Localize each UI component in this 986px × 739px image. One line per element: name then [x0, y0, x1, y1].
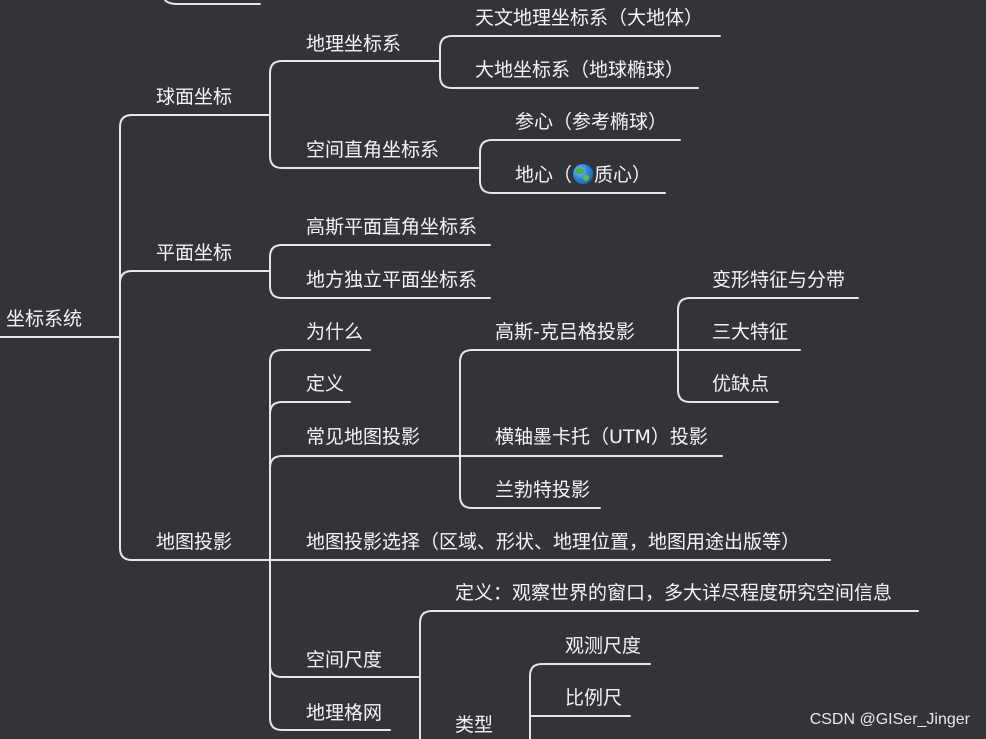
connector-types-to-observation — [529, 663, 651, 739]
node-spatial-scale[interactable]: 空间尺度 — [306, 649, 383, 671]
node-gauss-kruger[interactable]: 高斯-克吕格投影 — [495, 321, 635, 343]
node-observation-scale[interactable]: 观测尺度 — [565, 635, 642, 657]
geo-center-suffix: 质心） — [594, 164, 652, 186]
node-astro[interactable]: 天文地理坐标系（大地体） — [475, 7, 704, 29]
branch-planar[interactable]: 平面坐标 — [156, 242, 233, 264]
connector-geographic-to-astro — [439, 35, 721, 62]
node-pros-cons[interactable]: 优缺点 — [712, 373, 770, 395]
connector-scale-to-definition — [419, 610, 919, 678]
connector-root-to-projection — [119, 336, 271, 561]
branch-projection[interactable]: 地图投影 — [156, 531, 233, 553]
node-gauss-plane[interactable]: 高斯平面直角坐标系 — [306, 216, 478, 238]
node-reference-center[interactable]: 参心（参考椭球） — [515, 111, 668, 133]
connector-projection-to-common — [269, 455, 461, 561]
node-local-plane[interactable]: 地方独立平面坐标系 — [306, 269, 478, 291]
node-why[interactable]: 为什么 — [306, 321, 364, 343]
node-deformation[interactable]: 变形特征与分带 — [712, 269, 846, 291]
geo-center-prefix: 地心（ — [515, 164, 573, 186]
branch-spherical[interactable]: 球面坐标 — [156, 86, 233, 108]
connector-planar-to-gauss — [269, 244, 491, 272]
connector-planar-to-local — [269, 270, 491, 299]
connector-projection-to-definition — [269, 401, 351, 561]
connector-cartesian-to-refcenter — [479, 139, 681, 169]
node-graticule[interactable]: 地理格网 — [306, 702, 383, 724]
node-lambert[interactable]: 兰勃特投影 — [495, 479, 591, 501]
connector-common-to-lambert — [459, 455, 601, 509]
connector-projection-to-why — [269, 349, 371, 561]
node-cartesian[interactable]: 空间直角坐标系 — [306, 139, 440, 161]
root-node[interactable]: 坐标系统 — [6, 308, 83, 330]
connector-spherical-to-geographic — [269, 60, 441, 116]
connector-projection-to-graticule — [269, 559, 391, 731]
node-scale-definition[interactable]: 定义：观察世界的窗口，多大详尽程度研究空间信息 — [455, 582, 893, 604]
node-ratio-scale[interactable]: 比例尺 — [565, 687, 623, 709]
node-common-projections[interactable]: 常见地图投影 — [306, 426, 421, 448]
node-geo-center[interactable]: 地心（ 质心） — [515, 163, 651, 187]
node-types[interactable]: 类型 — [455, 714, 494, 736]
connector-common-to-gauss-kruger — [459, 349, 679, 457]
node-definition[interactable]: 定义 — [306, 373, 345, 395]
connector-gk-to-pros-cons — [677, 349, 779, 403]
node-geographic[interactable]: 地理坐标系 — [306, 33, 402, 55]
connector-root-to-spherical — [119, 114, 271, 338]
connector-spherical-to-cartesian — [269, 114, 481, 169]
node-utm[interactable]: 横轴墨卡托（UTM）投影 — [495, 426, 708, 448]
connector-geographic-to-geodetic — [439, 60, 699, 89]
node-three-features[interactable]: 三大特征 — [712, 321, 789, 343]
node-geodetic[interactable]: 大地坐标系（地球椭球） — [475, 59, 685, 81]
node-projection-selection[interactable]: 地图投影选择（区域、形状、地理位置，地图用途出版等） — [306, 531, 801, 553]
connector-cartesian-to-geocenter — [479, 167, 666, 194]
connector-top-offscreen — [164, 0, 261, 5]
connector-root-to-planar — [119, 270, 271, 338]
globe-icon — [573, 164, 594, 184]
watermark: CSDN @GISer_Jinger — [809, 711, 970, 728]
connector-gk-to-deformation — [677, 297, 859, 351]
